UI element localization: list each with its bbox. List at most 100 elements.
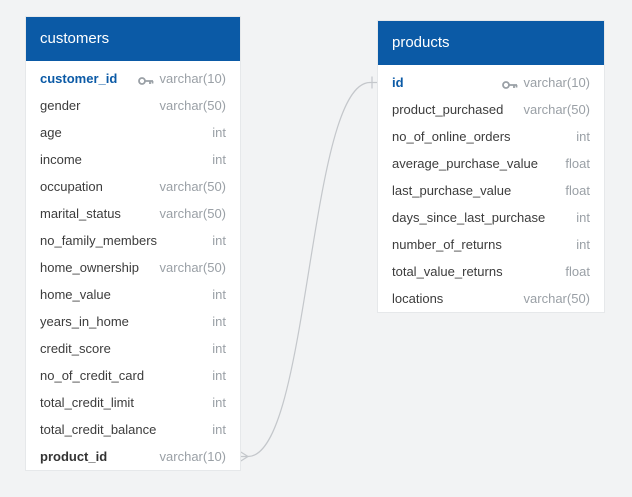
field-name: customer_id [40, 71, 118, 86]
field-type: int [576, 129, 590, 144]
field-row-product-purchased[interactable]: product_purchased varchar(50) [378, 96, 604, 123]
field-row-home-ownership[interactable]: home_ownership varchar(50) [26, 254, 240, 281]
field-type: varchar(10) [501, 75, 590, 90]
field-row-no-of-credit-card[interactable]: no_of_credit_card int [26, 362, 240, 389]
field-name: total_credit_balance [40, 422, 157, 437]
table-customers[interactable]: customers customer_id varchar(10) gender va… [26, 17, 240, 470]
field-type-label: float [565, 156, 590, 171]
field-type-label: varchar(50) [523, 102, 590, 117]
field-type-label: int [212, 341, 226, 356]
field-type-label: int [576, 237, 590, 252]
field-row-days-since-last-purchase[interactable]: days_since_last_purchase int [378, 204, 604, 231]
field-type-label: float [565, 183, 590, 198]
field-type-label: int [212, 125, 226, 140]
field-type: int [212, 125, 226, 140]
field-name: no_family_members [40, 233, 158, 248]
field-type-label: float [565, 264, 590, 279]
field-type-label: varchar(50) [523, 291, 590, 306]
field-name: home_value [40, 287, 111, 302]
field-name: total_credit_limit [40, 395, 134, 410]
field-type-label: int [576, 129, 590, 144]
field-row-id[interactable]: id varchar(10) [378, 69, 604, 96]
field-row-home-value[interactable]: home_value int [26, 281, 240, 308]
field-name: no_of_credit_card [40, 368, 145, 383]
many-end-marker [239, 450, 250, 463]
field-type-label: varchar(50) [159, 179, 226, 194]
field-type-label: int [212, 422, 226, 437]
field-row-product-id[interactable]: product_id varchar(10) [26, 443, 240, 470]
field-name: years_in_home [40, 314, 129, 329]
field-row-occupation[interactable]: occupation varchar(50) [26, 173, 240, 200]
field-name: total_value_returns [392, 264, 503, 279]
field-type: int [212, 395, 226, 410]
field-name: days_since_last_purchase [392, 210, 546, 225]
field-type: varchar(10) [137, 71, 226, 86]
field-row-customer-id[interactable]: customer_id varchar(10) [26, 65, 240, 92]
field-name: home_ownership [40, 260, 140, 275]
field-row-total-credit-balance[interactable]: total_credit_balance int [26, 416, 240, 443]
field-row-gender[interactable]: gender varchar(50) [26, 92, 240, 119]
field-row-total-value-returns[interactable]: total_value_returns float [378, 258, 604, 285]
field-type-label: varchar(50) [159, 260, 226, 275]
field-name: product_id [40, 449, 108, 464]
field-type-label: int [576, 210, 590, 225]
field-type: varchar(50) [160, 260, 226, 275]
table-header[interactable]: products [378, 21, 604, 65]
field-row-years-in-home[interactable]: years_in_home int [26, 308, 240, 335]
field-type: float [565, 264, 590, 279]
field-type-label: varchar(10) [159, 71, 226, 86]
field-type: int [212, 314, 226, 329]
field-list: id varchar(10) product_purchased varchar(50… [378, 65, 604, 312]
field-type: int [212, 422, 226, 437]
field-name: credit_score [40, 341, 111, 356]
field-row-credit-score[interactable]: credit_score int [26, 335, 240, 362]
field-type: varchar(50) [160, 179, 226, 194]
field-type: int [212, 287, 226, 302]
field-row-number-of-returns[interactable]: number_of_returns int [378, 231, 604, 258]
field-row-income[interactable]: income int [26, 146, 240, 173]
key-icon [501, 78, 518, 89]
field-type: varchar(10) [160, 449, 226, 464]
field-type: int [576, 210, 590, 225]
field-type-label: varchar(50) [159, 206, 226, 221]
field-name: occupation [40, 179, 103, 194]
relationship-line[interactable] [247, 81, 378, 458]
field-type-label: varchar(10) [523, 75, 590, 90]
field-name: average_purchase_value [392, 156, 538, 171]
field-type-label: int [212, 152, 226, 167]
field-type-label: int [212, 368, 226, 383]
field-type-label: varchar(10) [159, 449, 226, 464]
field-name: locations [392, 291, 444, 306]
field-name: income [40, 152, 82, 167]
field-type-label: varchar(50) [159, 98, 226, 113]
field-type: varchar(50) [524, 102, 590, 117]
field-row-average-purchase-value[interactable]: average_purchase_value float [378, 150, 604, 177]
field-row-no-family-members[interactable]: no_family_members int [26, 227, 240, 254]
field-name: number_of_returns [392, 237, 502, 252]
field-type-label: int [212, 314, 226, 329]
field-type: int [576, 237, 590, 252]
field-type: int [212, 152, 226, 167]
key-icon [137, 74, 154, 85]
field-name: product_purchased [392, 102, 504, 117]
field-name: id [392, 75, 404, 90]
field-name: last_purchase_value [392, 183, 512, 198]
field-type: float [565, 183, 590, 198]
field-type-label: int [212, 395, 226, 410]
field-row-no-of-online-orders[interactable]: no_of_online_orders int [378, 123, 604, 150]
field-row-total-credit-limit[interactable]: total_credit_limit int [26, 389, 240, 416]
field-type: int [212, 341, 226, 356]
field-row-last-purchase-value[interactable]: last_purchase_value float [378, 177, 604, 204]
field-name: no_of_online_orders [392, 129, 511, 144]
table-header[interactable]: customers [26, 17, 240, 61]
field-row-locations[interactable]: locations varchar(50) [378, 285, 604, 312]
field-type: varchar(50) [524, 291, 590, 306]
field-name: gender [40, 98, 81, 113]
field-type: int [212, 368, 226, 383]
field-type: int [212, 233, 226, 248]
